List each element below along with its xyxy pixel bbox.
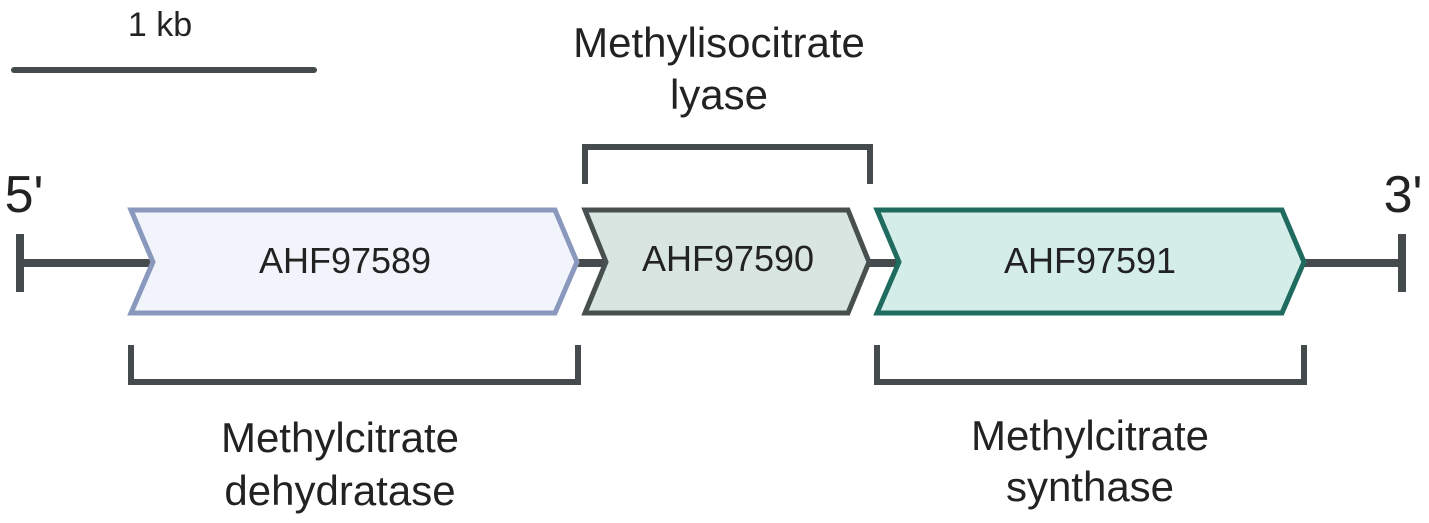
gene-arrow-ahf97589 [127, 207, 580, 316]
three-prime-label: 3' [1384, 166, 1423, 224]
dehydratase-label-line2: dehydratase [224, 467, 455, 514]
synthase-label-line2: synthase [1006, 463, 1174, 510]
gene-arrow-ahf97590 [581, 207, 872, 316]
lyase-label-line2: lyase [670, 71, 768, 118]
dehydratase-bracket [128, 345, 581, 385]
dehydratase-label-line1: Methylcitrate [221, 414, 459, 461]
gene-label-ahf97590: AHF97590 [642, 238, 814, 279]
scale-bar-label: 1 kb [128, 6, 192, 44]
lyase-label-line1: Methylisocitrate [573, 19, 865, 66]
synthase-bracket [874, 345, 1307, 385]
gene-label-ahf97591: AHF97591 [1004, 240, 1176, 281]
gene-arrow-ahf97591 [873, 207, 1307, 316]
synthase-label-line1: Methylcitrate [971, 412, 1209, 459]
five-prime-label: 5' [5, 166, 44, 224]
gene-label-ahf97589: AHF97589 [259, 240, 431, 281]
lyase-bracket [582, 144, 873, 184]
